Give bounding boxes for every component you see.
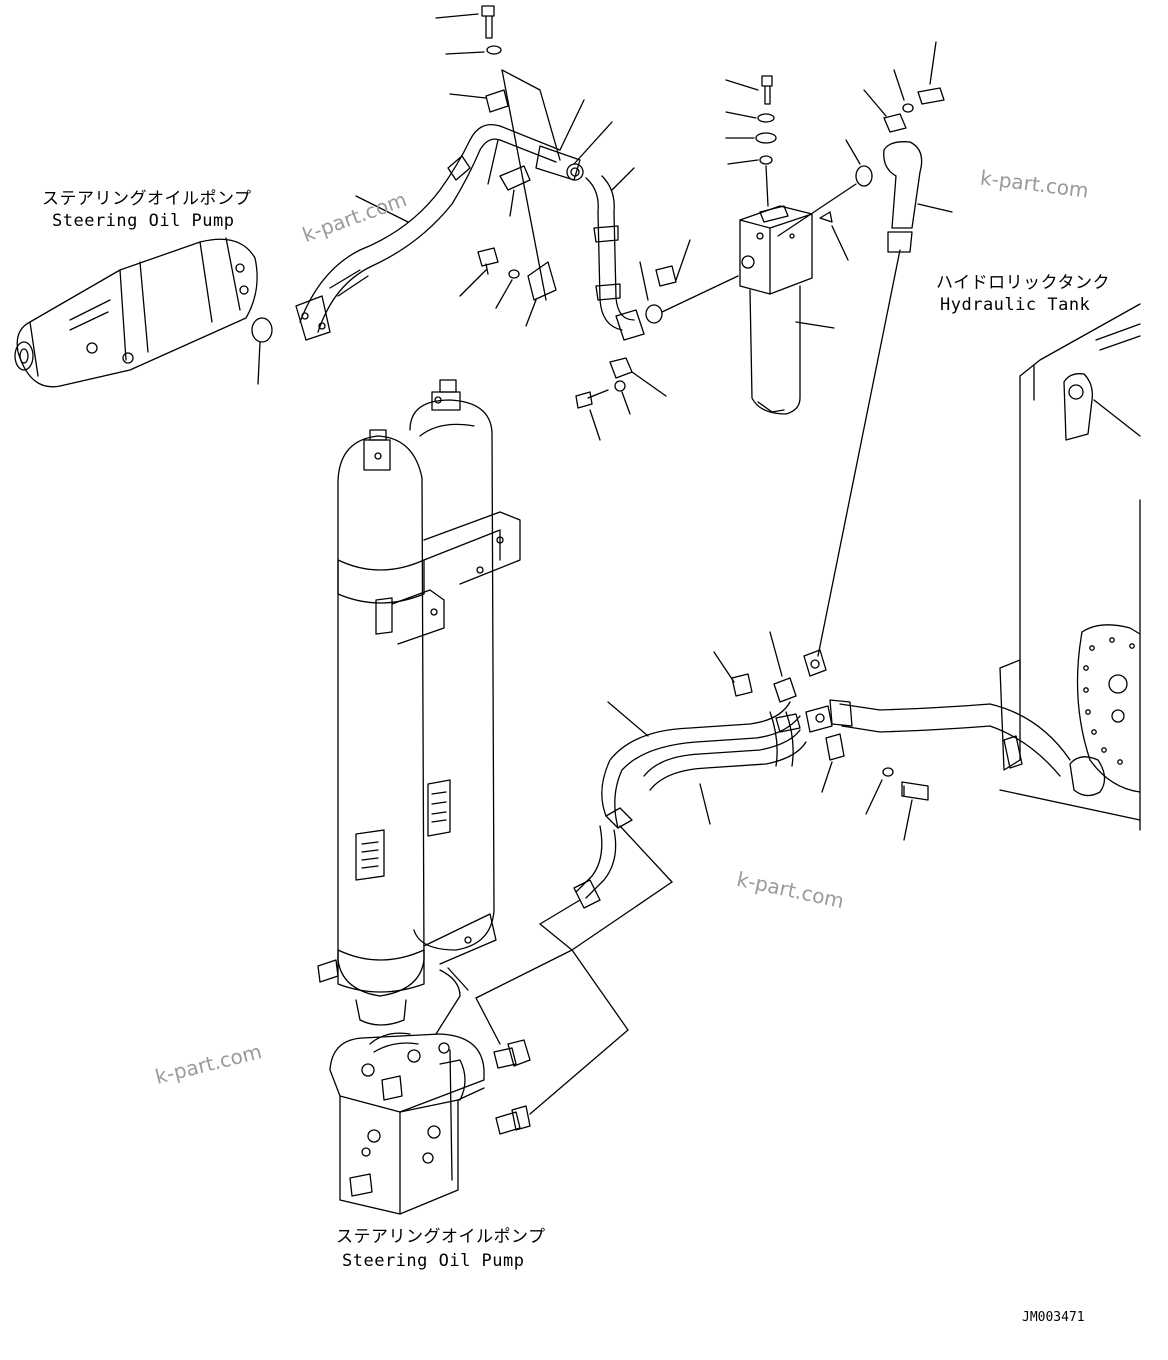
bolts-top	[435, 5, 613, 301]
steering-pump-bottom	[329, 1032, 485, 1215]
pump-bottom-label-jp: ステアリングオイルポンプ	[336, 1227, 546, 1247]
accumulators	[317, 379, 521, 1035]
filter-inlet-hose	[575, 167, 739, 441]
steering-pump-top	[14, 237, 273, 388]
fittings-bottom	[475, 825, 673, 1135]
pump-bottom-label-en: Steering Oil Pump	[342, 1251, 525, 1271]
pump-top-label-en: Steering Oil Pump	[52, 211, 235, 231]
hydraulic-tank	[999, 303, 1141, 831]
line-filter	[725, 75, 873, 415]
tank-label-en: Hydraulic Tank	[940, 295, 1091, 315]
return-hose	[817, 41, 953, 657]
pump-top-label-jp: ステアリングオイルポンプ	[42, 189, 252, 209]
tank-label-jp: ハイドロリックタンク	[936, 273, 1110, 293]
hose-assembly-lower	[573, 631, 1071, 909]
o-ring-icon	[251, 317, 273, 343]
drawing-code: JM003471	[1022, 1310, 1085, 1325]
suction-hose-upper	[295, 123, 584, 341]
clamp-set-left	[459, 247, 557, 327]
